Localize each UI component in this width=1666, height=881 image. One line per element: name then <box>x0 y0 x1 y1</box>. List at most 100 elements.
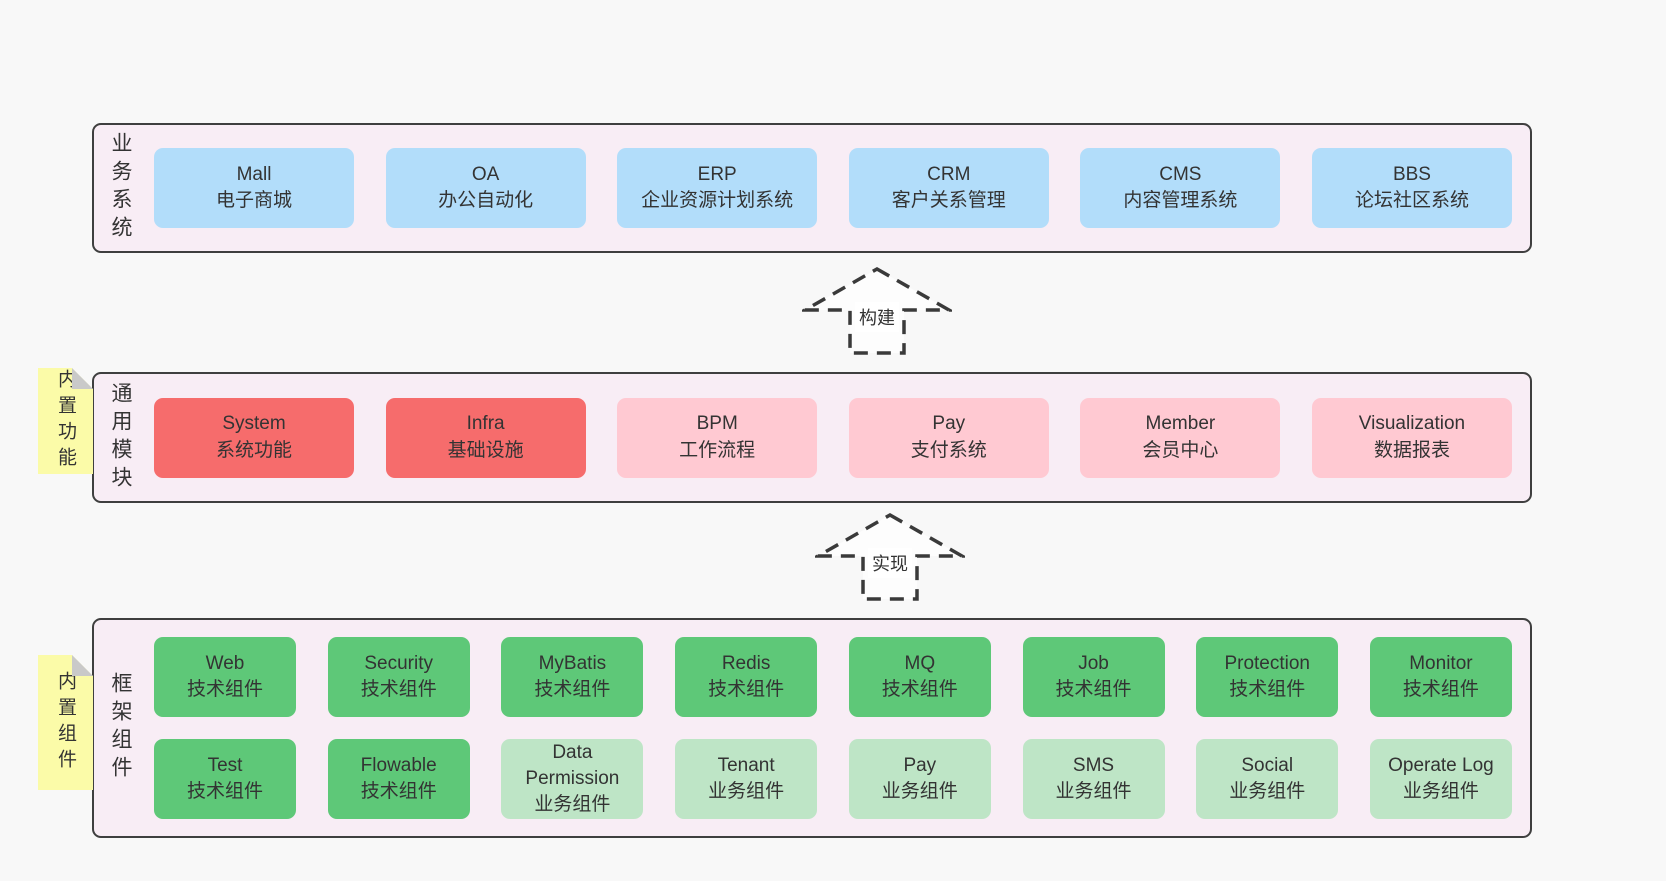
box-subtitle: 数据报表 <box>1373 439 1450 461</box>
component-box-pay: Pay 业务组件 <box>848 739 991 819</box>
box-subtitle: 支付系统 <box>910 439 987 461</box>
box-subtitle: 技术组件 <box>1229 679 1306 700</box>
box-subtitle: 技术组件 <box>534 679 611 700</box>
box-subtitle: 业务组件 <box>881 781 958 802</box>
arrow-label-implement: 实现 <box>868 548 912 579</box>
component-box-crm: CRM 客户关系管理 <box>848 148 1049 228</box>
box-title: Visualization <box>1358 413 1466 435</box>
box-subtitle: 业务组件 <box>1402 781 1479 802</box>
component-box-bbs: BBS 论坛社区系统 <box>1311 148 1512 228</box>
box-subtitle: 业务组件 <box>1229 781 1306 802</box>
box-subtitle: 技术组件 <box>186 781 263 802</box>
box-subtitle: 业务组件 <box>708 781 785 802</box>
box-title: ERP <box>697 163 737 185</box>
box-title: Security <box>364 652 434 674</box>
box-subtitle: 工作流程 <box>679 439 756 461</box>
component-box-oa: OA 办公自动化 <box>385 148 586 228</box>
box-title: Data Permission <box>525 741 620 789</box>
sticky-note-builtin-components: 内置组件 <box>38 655 93 790</box>
arrow-build: 构建 <box>802 266 952 356</box>
box-title: Pay <box>903 754 937 776</box>
box-title: Redis <box>721 652 771 674</box>
box-title: System <box>222 413 286 435</box>
component-box-cms: CMS 内容管理系统 <box>1080 148 1281 228</box>
layer-label-business-systems: 业务系统 <box>109 132 132 244</box>
component-box-visualization: Visualization 数据报表 <box>1311 397 1512 478</box>
box-title: Member <box>1145 413 1216 435</box>
arrow-label-build: 构建 <box>855 302 899 333</box>
layer-business-systems: 业务系统 Mall 电子商城 OA 办公自动化 ERP 企业资源计划系统 CRM 客户关系管理… <box>92 123 1532 253</box>
box-subtitle: 基础设施 <box>447 439 524 461</box>
box-subtitle: 技术组件 <box>360 781 437 802</box>
box-title: Test <box>207 754 243 776</box>
component-box-security: Security 技术组件 <box>327 637 470 717</box>
box-subtitle: 技术组件 <box>1402 679 1479 700</box>
layer-label-framework-components: 框架组件 <box>109 672 132 784</box>
box-subtitle: 技术组件 <box>186 679 263 700</box>
box-title: BBS <box>1392 163 1431 185</box>
component-box-infra: Infra 基础设施 <box>385 397 586 478</box>
component-box-web: Web 技术组件 <box>154 637 296 717</box>
box-subtitle: 业务组件 <box>534 794 611 816</box>
box-title: MQ <box>904 652 936 674</box>
box-title: OA <box>471 163 500 185</box>
box-subtitle: 论坛社区系统 <box>1354 190 1469 211</box>
box-subtitle: 技术组件 <box>881 679 958 700</box>
box-subtitle: 办公自动化 <box>438 190 534 211</box>
box-subtitle: 技术组件 <box>708 679 785 700</box>
arrow-implement: 实现 <box>815 512 965 602</box>
box-subtitle: 企业资源计划系统 <box>641 190 794 211</box>
box-title: Social <box>1241 754 1294 776</box>
component-box-mq: MQ 技术组件 <box>848 637 991 717</box>
box-subtitle: 技术组件 <box>360 679 437 700</box>
component-box-social: Social 业务组件 <box>1196 739 1339 819</box>
box-title: BPM <box>696 413 738 435</box>
component-box-monitor: Monitor 技术组件 <box>1369 637 1512 717</box>
box-title: CRM <box>927 163 971 185</box>
component-box-bpm: BPM 工作流程 <box>617 397 818 478</box>
box-row: Mall 电子商城 OA 办公自动化 ERP 企业资源计划系统 CRM 客户关系管理 CMS 内容… <box>154 148 1512 228</box>
box-subtitle: 会员中心 <box>1142 439 1219 461</box>
layer-label-common-modules: 通用模块 <box>109 381 132 494</box>
box-subtitle: 技术组件 <box>1055 679 1132 700</box>
box-title: Tenant <box>717 754 775 776</box>
component-box-redis: Redis 技术组件 <box>675 637 818 717</box>
component-box-mall: Mall 电子商城 <box>154 148 354 228</box>
box-title: Web <box>205 652 245 674</box>
component-box-system: System 系统功能 <box>154 397 354 478</box>
box-title: Flowable <box>360 754 437 776</box>
sticky-note-label: 内置组件 <box>55 670 76 775</box>
box-title: Infra <box>466 413 505 435</box>
component-box-protection: Protection 技术组件 <box>1196 637 1339 717</box>
box-subtitle: 业务组件 <box>1055 781 1132 802</box>
box-title: CMS <box>1159 163 1202 185</box>
component-box-tenant: Tenant 业务组件 <box>675 739 818 819</box>
component-box-test: Test 技术组件 <box>154 739 296 819</box>
box-title: Job <box>1078 652 1109 674</box>
sticky-note-label: 内置功能 <box>55 369 76 473</box>
component-box-job: Job 技术组件 <box>1022 637 1165 717</box>
box-subtitle: 电子商城 <box>215 190 292 211</box>
box-subtitle: 内容管理系统 <box>1123 190 1238 211</box>
component-box-flowable: Flowable 技术组件 <box>327 739 470 819</box>
sticky-note-builtin-features: 内置功能 <box>38 368 93 474</box>
layer-rows: Mall 电子商城 OA 办公自动化 ERP 企业资源计划系统 CRM 客户关系管理 CMS 内容… <box>146 125 1530 251</box>
box-subtitle: 系统功能 <box>215 439 292 461</box>
component-box-member: Member 会员中心 <box>1080 397 1281 478</box>
box-title: Protection <box>1224 652 1310 674</box>
box-subtitle: 客户关系管理 <box>891 190 1006 211</box>
box-title: Mall <box>236 163 272 185</box>
component-box-erp: ERP 企业资源计划系统 <box>617 148 818 228</box>
box-title: Monitor <box>1409 652 1473 674</box>
